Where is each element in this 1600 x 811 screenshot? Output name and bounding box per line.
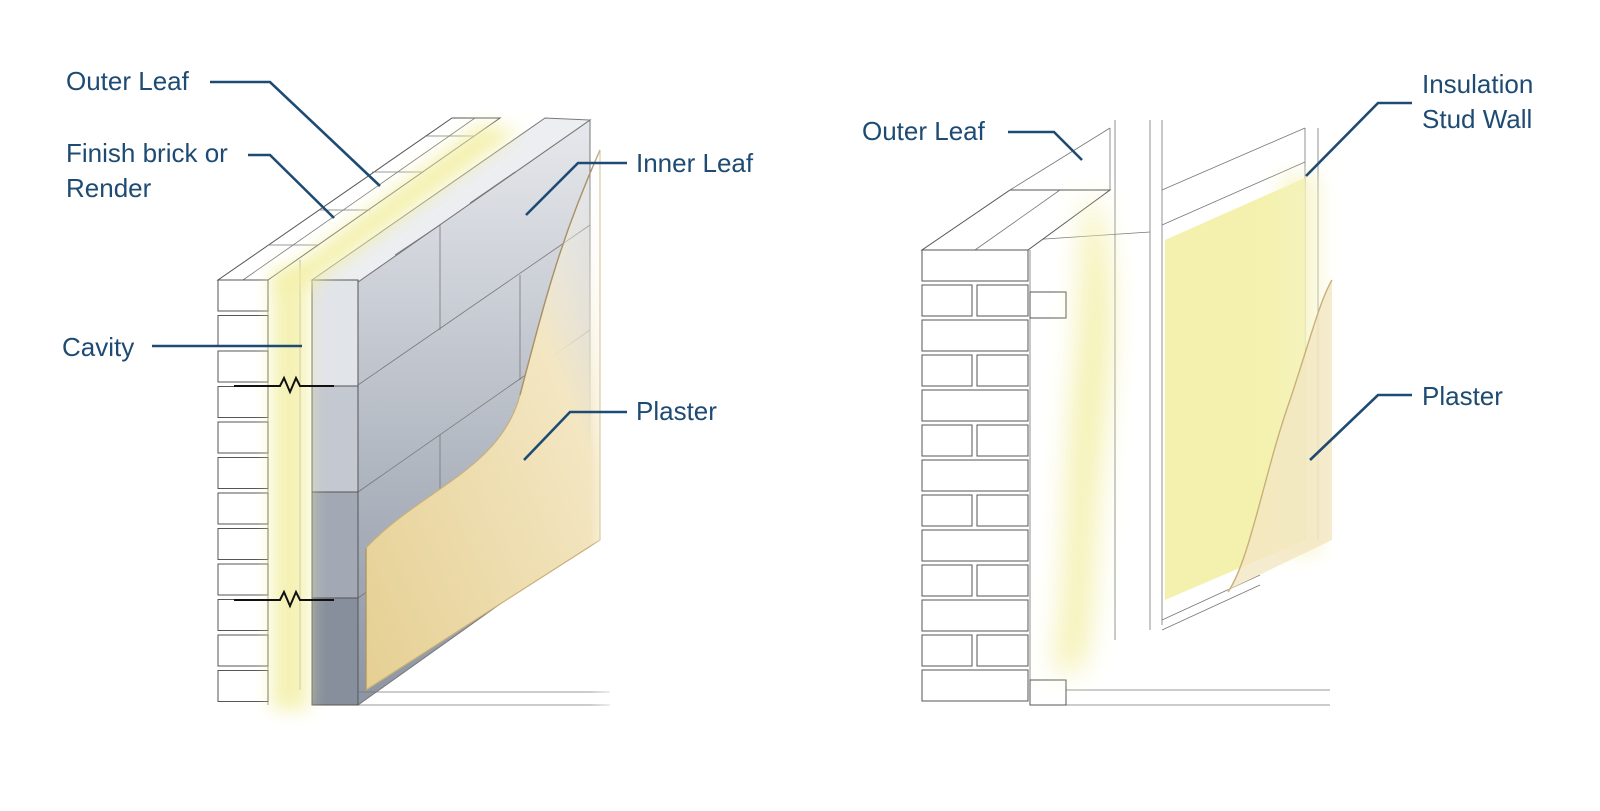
label-finish-brick: Finish brick or (66, 138, 228, 168)
leader-plaster-right (1309, 393, 1412, 461)
leader-outer-leaf-right (1008, 130, 1083, 161)
brick (921, 389, 1029, 422)
brick (921, 564, 973, 597)
cavity-insulation (270, 125, 520, 710)
label-insulation: Insulation (1422, 69, 1533, 99)
leader-inner-leaf (525, 161, 627, 216)
brick (217, 350, 269, 383)
label-outer-leaf: Outer Leaf (66, 66, 190, 96)
brick (976, 354, 1029, 387)
brick (921, 354, 973, 387)
brick (921, 494, 973, 527)
brick (921, 284, 973, 317)
label-cavity: Cavity (62, 332, 134, 362)
leader-plaster-left (523, 410, 627, 461)
brick (921, 249, 1029, 282)
outer-leaf-brick-faces (217, 279, 269, 702)
brick (921, 459, 1029, 492)
right-brick-faces (921, 249, 1029, 702)
brick (217, 386, 269, 418)
label-inner-leaf: Inner Leaf (636, 148, 754, 178)
right-outer-leaf-brickwork (920, 127, 1112, 706)
brick (976, 564, 1029, 597)
plaster-layer (365, 149, 601, 692)
leader-finish-brick (248, 153, 335, 219)
brick (217, 315, 269, 347)
brick (976, 424, 1029, 457)
label-render: Render (66, 173, 152, 203)
stud-plaster-layer (1227, 279, 1333, 593)
brick (976, 634, 1029, 667)
brick (217, 457, 269, 489)
label-plaster-right: Plaster (1422, 381, 1503, 411)
wall-tie-upper (234, 375, 334, 395)
brick (217, 670, 269, 702)
label-stud-wall: Stud Wall (1422, 104, 1532, 134)
brick (217, 492, 269, 525)
right-timber-frame-wall: Outer Leaf Insulation Stud Wall Plaster (862, 69, 1533, 706)
brick (976, 284, 1029, 317)
brick (217, 563, 269, 596)
brick (921, 424, 973, 457)
brick (217, 599, 269, 631)
brick (217, 634, 269, 667)
floor-lines (358, 100, 620, 720)
brick (921, 599, 1029, 632)
right-cavity-insulation (1055, 190, 1110, 670)
brick (921, 669, 1029, 702)
brick (217, 528, 269, 560)
brick (217, 279, 269, 312)
label-outer-leaf-right: Outer Leaf (862, 116, 986, 146)
leader-insulation (1305, 101, 1412, 177)
brick (921, 319, 1029, 352)
brick (921, 634, 973, 667)
leader-outer-leaf (210, 80, 381, 187)
label-plaster-left: Plaster (636, 396, 717, 426)
brick (976, 494, 1029, 527)
brick (921, 529, 1029, 562)
left-cavity-wall: Outer Leaf Finish brick or Render Inner … (62, 66, 754, 720)
brick (217, 421, 269, 454)
wall-tie-lower (234, 589, 334, 609)
